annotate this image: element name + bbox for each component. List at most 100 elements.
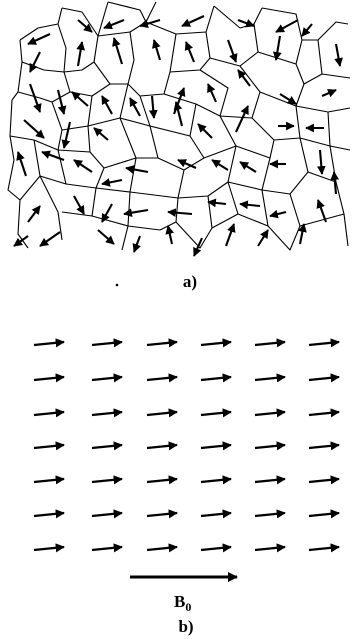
aligned-arrow	[34, 412, 64, 415]
stray-dot	[116, 284, 119, 287]
aligned-arrow	[255, 513, 285, 516]
aligned-arrow	[201, 547, 231, 550]
aligned-arrow	[147, 445, 177, 448]
aligned-arrow	[147, 547, 177, 550]
aligned-arrow	[309, 412, 339, 415]
domain-arrow	[228, 40, 236, 62]
aligned-arrow	[147, 479, 177, 482]
domain-arrow	[134, 236, 140, 252]
aligned-arrow	[92, 547, 122, 550]
domain-arrow	[42, 152, 64, 160]
domain-arrow	[40, 232, 60, 246]
domain-arrow	[102, 180, 122, 184]
domain-arrow	[102, 96, 112, 114]
aligned-arrow	[92, 377, 122, 380]
domain-arrow	[208, 84, 216, 102]
domain-wall	[12, 40, 22, 100]
domain-arrow	[104, 20, 124, 28]
aligned-arrow	[255, 479, 285, 482]
aligned-arrow	[309, 547, 339, 550]
domain-arrow	[78, 20, 92, 32]
domain-wall	[330, 146, 350, 150]
domain-arrow	[336, 44, 340, 66]
domain-arrow	[236, 106, 248, 132]
aligned-arrow	[201, 513, 231, 516]
domain-wall	[258, 40, 302, 64]
domain-arrow	[58, 90, 64, 114]
aligned-arrow	[201, 412, 231, 415]
domain-arrow	[198, 124, 212, 138]
domain-wall	[104, 118, 136, 168]
domain-arrow	[212, 160, 228, 170]
domain-wall	[262, 8, 348, 40]
domain-arrow	[186, 42, 194, 62]
domain-wall	[214, 6, 262, 28]
domain-arrow	[302, 24, 312, 36]
domain-wall	[176, 196, 212, 248]
domain-wall	[150, 94, 196, 136]
domain-wall	[8, 160, 20, 200]
domain-wall	[204, 116, 236, 158]
domain-arrow	[176, 102, 182, 126]
domain-arrow	[102, 204, 112, 222]
aligned-arrow	[255, 377, 285, 380]
aligned-arrow	[92, 412, 122, 415]
domain-arrow	[140, 20, 160, 26]
domain-wall	[92, 216, 128, 226]
domain-wall	[274, 106, 300, 140]
domain-wall	[300, 182, 344, 226]
domain-arrow	[318, 200, 326, 222]
aligned-arrow	[309, 377, 339, 380]
domain-wall	[40, 176, 62, 240]
domain-wall	[62, 188, 96, 216]
domain-wall	[58, 24, 70, 92]
domain-wall	[178, 146, 236, 198]
domain-arrow	[28, 206, 40, 222]
domain-arrow	[240, 204, 260, 206]
domain-arrows	[14, 16, 340, 256]
domain-arrow	[300, 224, 304, 244]
aligned-arrow	[92, 445, 122, 448]
domain-arrow	[258, 230, 268, 246]
domain-arrow	[182, 16, 204, 26]
domain-wall	[128, 32, 140, 96]
aligned-arrow	[34, 547, 64, 550]
domain-wall	[212, 182, 238, 228]
aligned-arrow	[147, 412, 177, 415]
aligned-arrow	[34, 377, 64, 380]
domain-arrow	[30, 52, 40, 72]
domain-wall	[228, 158, 270, 190]
domain-wall	[236, 118, 274, 158]
domain-arrow	[74, 196, 84, 214]
domain-wall	[98, 22, 146, 36]
aligned-arrow	[255, 445, 285, 448]
domain-wall	[262, 138, 308, 194]
domain-arrow	[276, 36, 280, 60]
domain-arrow	[24, 120, 44, 138]
domain-wall	[66, 184, 96, 188]
aligned-arrow	[201, 377, 231, 380]
domain-wall	[322, 74, 350, 78]
domain-wall	[158, 136, 204, 170]
domain-arrow	[168, 212, 192, 214]
domain-arrow	[126, 168, 148, 172]
domain-wall	[146, 6, 214, 34]
domain-arrow	[78, 42, 82, 66]
aligned-arrow	[34, 513, 64, 516]
domain-wall	[268, 194, 300, 250]
aligned-arrow	[201, 445, 231, 448]
aligned-arrow	[147, 342, 177, 345]
domain-wall	[136, 126, 158, 158]
domain-arrow	[154, 40, 160, 60]
domain-arrow	[152, 96, 154, 118]
domain-wall	[122, 192, 130, 250]
domain-arrow	[168, 226, 172, 244]
aligned-arrow	[92, 479, 122, 482]
aligned-arrow	[34, 342, 64, 345]
aligned-arrow	[92, 513, 122, 516]
aligned-arrow	[255, 342, 285, 345]
domain-arrow	[226, 224, 234, 246]
domain-wall	[344, 214, 348, 246]
panel-a-caption: a)	[183, 272, 197, 291]
